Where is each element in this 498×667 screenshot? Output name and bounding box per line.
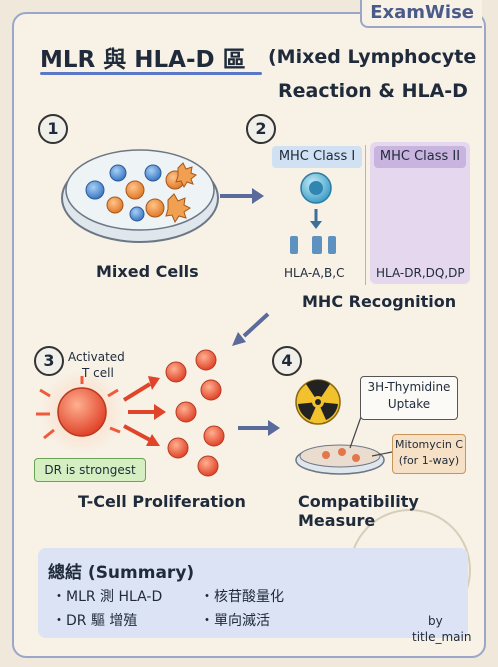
arrow-step1-to-step2	[220, 188, 264, 204]
summary-title: 總結 (Summary)	[48, 563, 195, 583]
step-2-number: 2	[246, 114, 276, 144]
mhc-divider	[365, 145, 366, 285]
step-2-label: MHC Recognition	[302, 292, 457, 311]
mitomycin-line1: Mitomycin C	[394, 438, 464, 451]
step-3-number: 3	[34, 346, 64, 376]
class-i-genes: HLA-A,B,C	[284, 266, 345, 280]
page-subtitle-line2: Reaction & HLA-D	[278, 80, 468, 102]
summary-item-text: MLR 測 HLA-D	[66, 589, 163, 605]
summary-item: ・單向滅活	[200, 613, 270, 629]
by-label: by	[428, 614, 443, 628]
thymidine-uptake-box: 3H-Thymidine Uptake	[360, 376, 458, 420]
mitomycin-line2: (for 1-way)	[398, 454, 460, 467]
activated-t-cell	[36, 370, 124, 454]
radiation-icon	[295, 379, 341, 425]
summary-item: ・MLR 測 HLA-D	[52, 589, 163, 605]
mitomycin-box: Mitomycin C (for 1-way)	[392, 434, 466, 474]
step-4-number: 4	[272, 346, 302, 376]
step-4-label: Compatibility Measure	[298, 492, 419, 530]
page-title: MLR 與 HLA-D 區	[40, 47, 246, 73]
thymidine-line2: Uptake	[387, 397, 431, 411]
summary-panel	[38, 548, 468, 638]
summary-item: ・核苷酸量化	[200, 589, 284, 605]
mhc-class-ii-badge: MHC Class II	[374, 146, 466, 168]
mhc-class-i-cell	[290, 172, 336, 254]
t-cell-label: T cell	[82, 366, 114, 380]
summary-item-text: DR 驅 增殖	[66, 613, 138, 629]
arrow-step3-to-step4	[238, 420, 280, 436]
thymidine-line1: 3H-Thymidine	[367, 380, 451, 394]
author-label: title_main	[412, 630, 472, 644]
summary-item-text: 單向滅活	[214, 613, 270, 629]
page-subtitle-line1: (Mixed Lymphocyte	[268, 46, 477, 68]
step-1-number: 1	[38, 114, 68, 144]
petri-dish-mixed-cells	[61, 149, 219, 243]
summary-item: ・DR 驅 增殖	[52, 613, 138, 629]
arrow-step2-to-step3	[232, 312, 270, 346]
title-underline	[40, 72, 262, 75]
class-ii-genes: HLA-DR,DQ,DP	[376, 266, 465, 280]
activated-label: Activated	[68, 350, 125, 364]
proliferation-arrows	[122, 376, 166, 446]
dr-strongest-badge: DR is strongest	[34, 458, 146, 482]
culture-dish	[295, 413, 393, 475]
step-1-label: Mixed Cells	[96, 262, 199, 281]
proliferating-t-cells	[165, 349, 225, 477]
summary-item-text: 核苷酸量化	[214, 589, 284, 605]
brand-logo: ExamWise	[360, 0, 482, 28]
mhc-class-i-badge: MHC Class I	[272, 146, 362, 168]
step-3-label: T-Cell Proliferation	[78, 492, 246, 511]
